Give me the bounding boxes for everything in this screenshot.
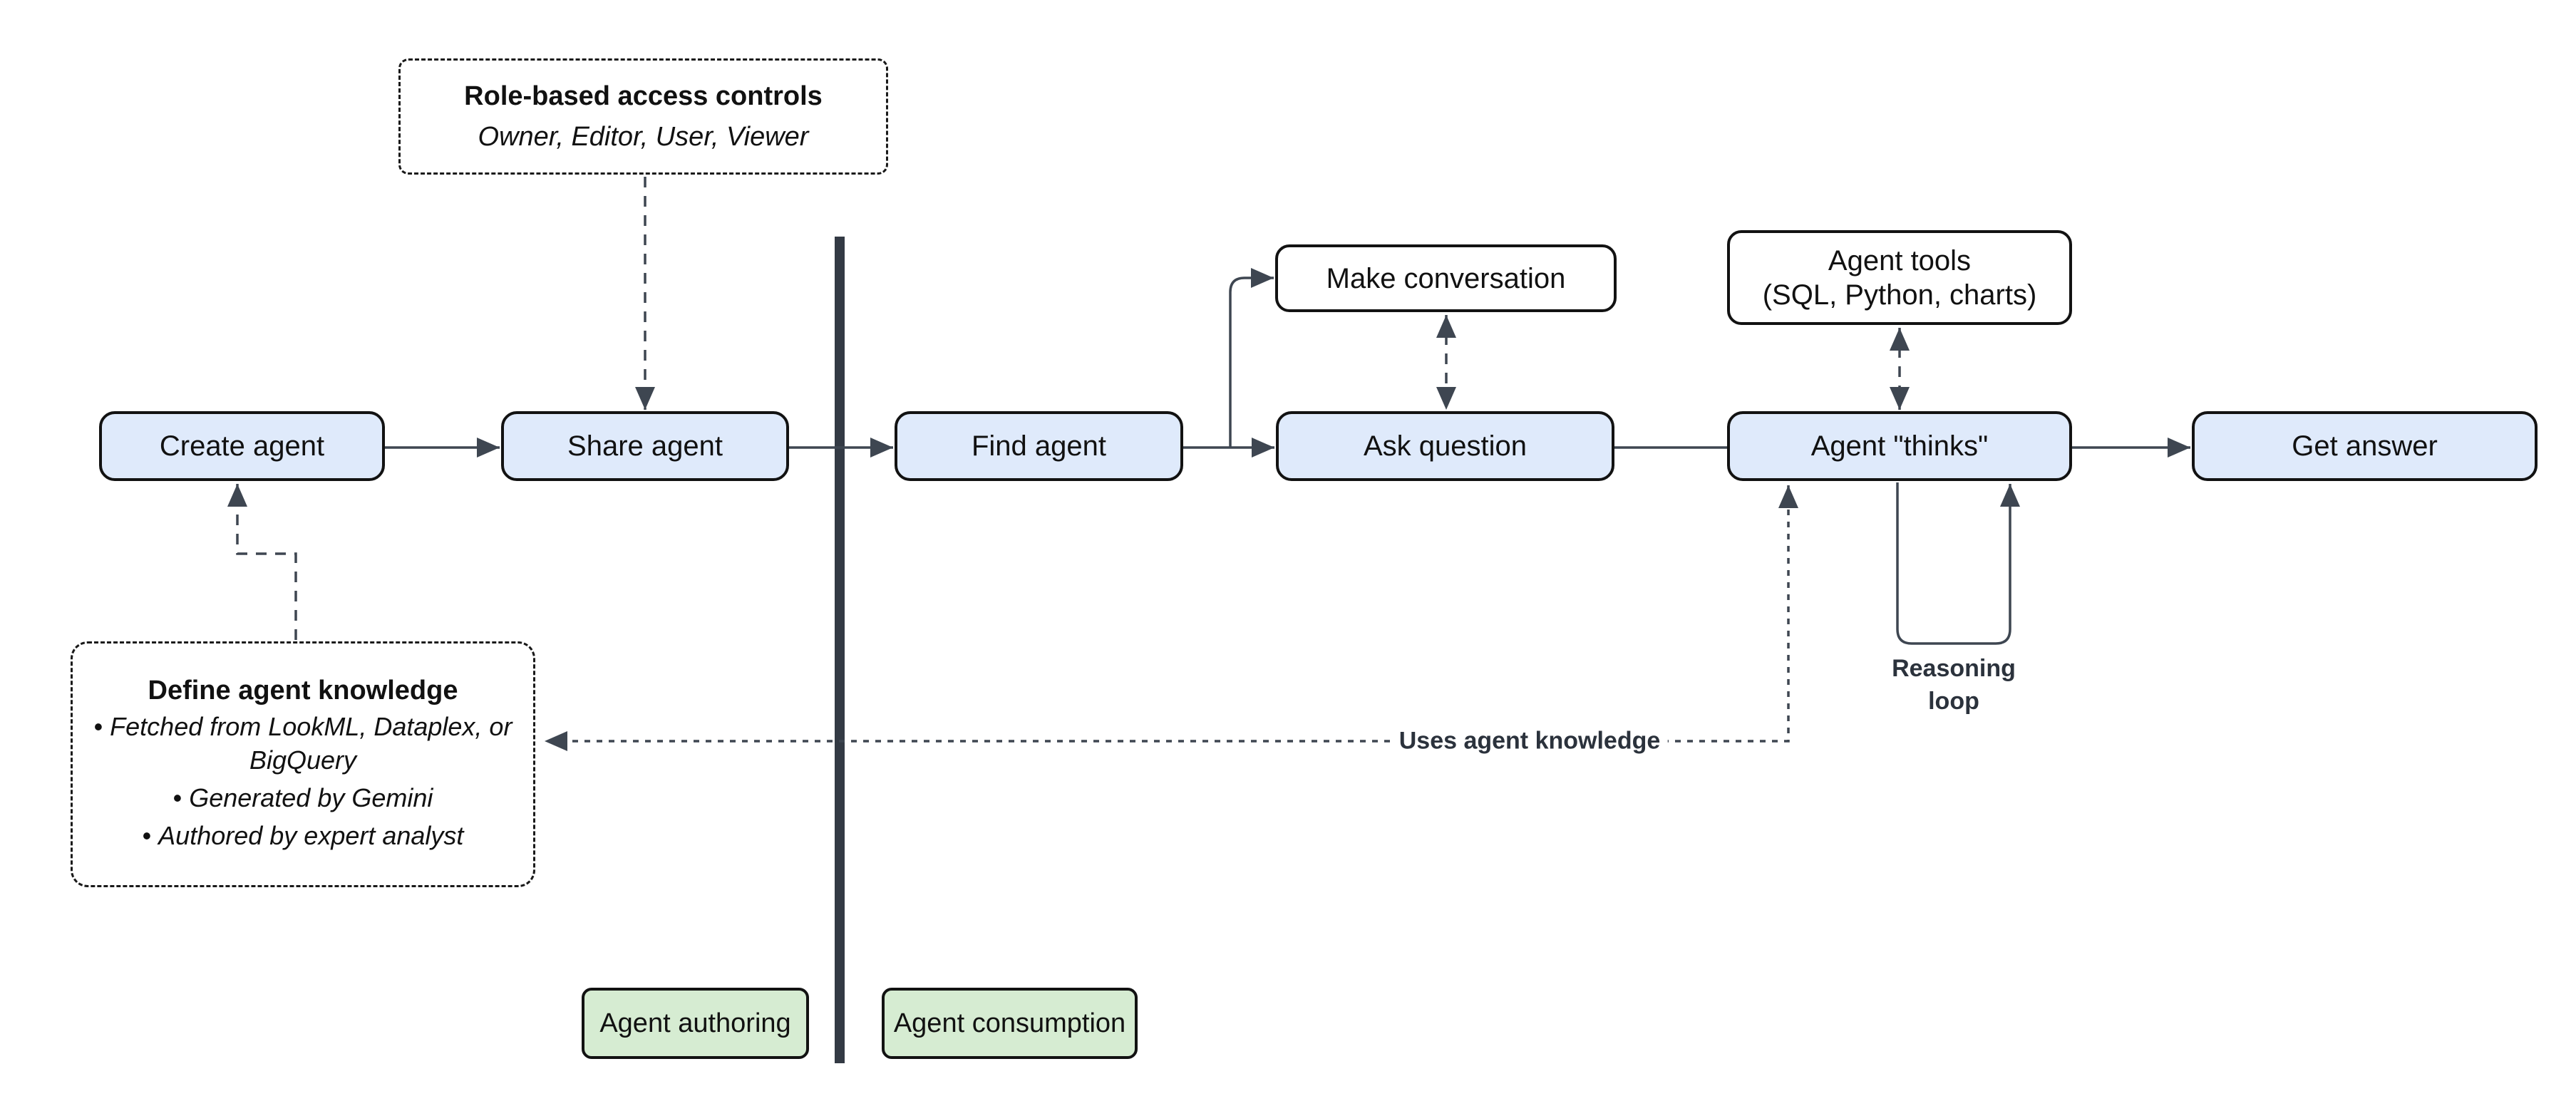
- reasoning-loop-line1: Reasoning: [1892, 655, 2016, 683]
- node-get-answer-label: Get answer: [2292, 430, 2438, 462]
- node-create-agent: Create agent: [99, 411, 385, 481]
- node-ask-question-label: Ask question: [1363, 430, 1527, 462]
- node-agent-tools-label: Agent tools (SQL, Python, charts): [1763, 244, 2037, 312]
- knowledge-bullet-sources: Fetched from LookML, Dataplex, or BigQue…: [93, 710, 513, 777]
- agent-tools-line1: Agent tools: [1828, 244, 1972, 276]
- node-make-conversation-label: Make conversation: [1326, 262, 1566, 294]
- stage-divider: [835, 237, 845, 1063]
- node-agent-tools: Agent tools (SQL, Python, charts): [1727, 230, 2072, 325]
- node-find-agent: Find agent: [895, 411, 1183, 481]
- knowledge-title: Define agent knowledge: [148, 676, 458, 706]
- knowledge-bullet-gemini: Generated by Gemini: [173, 782, 433, 815]
- knowledge-bullet-analyst: Authored by expert analyst: [143, 820, 463, 853]
- rbac-title: Role-based access controls: [464, 81, 823, 111]
- zone-agent-authoring: Agent authoring: [582, 988, 809, 1059]
- reasoning-loop-line2: loop: [1928, 688, 1979, 715]
- zone-agent-authoring-label: Agent authoring: [599, 1008, 791, 1038]
- note-role-based-access: Role-based access controls Owner, Editor…: [398, 58, 888, 175]
- arrow-knowledge-to-create: [227, 484, 297, 640]
- rbac-roles: Owner, Editor, User, Viewer: [478, 121, 809, 152]
- edge-label-reasoning-loop: Reasoning loop: [1892, 653, 2016, 718]
- note-define-agent-knowledge: Define agent knowledge Fetched from Look…: [71, 641, 535, 887]
- arrow-find-to-make-conversation: [1229, 268, 1274, 448]
- node-agent-thinks-label: Agent "thinks": [1810, 430, 1989, 462]
- arrow-reasoning-loop: [1896, 482, 2020, 645]
- agent-tools-line2: (SQL, Python, charts): [1762, 279, 2037, 311]
- node-get-answer: Get answer: [2192, 411, 2538, 481]
- arrow-uses-agent-knowledge: [545, 485, 1798, 751]
- node-agent-thinks: Agent "thinks": [1727, 411, 2072, 481]
- node-find-agent-label: Find agent: [971, 430, 1107, 462]
- zone-agent-consumption: Agent consumption: [882, 988, 1138, 1059]
- node-create-agent-label: Create agent: [159, 430, 325, 462]
- zone-agent-consumption-label: Agent consumption: [893, 1008, 1126, 1038]
- node-share-agent: Share agent: [501, 411, 789, 481]
- node-make-conversation: Make conversation: [1275, 244, 1617, 312]
- edge-label-uses-agent-knowledge: Uses agent knowledge: [1391, 727, 1668, 755]
- node-ask-question: Ask question: [1276, 411, 1614, 481]
- node-share-agent-label: Share agent: [567, 430, 723, 462]
